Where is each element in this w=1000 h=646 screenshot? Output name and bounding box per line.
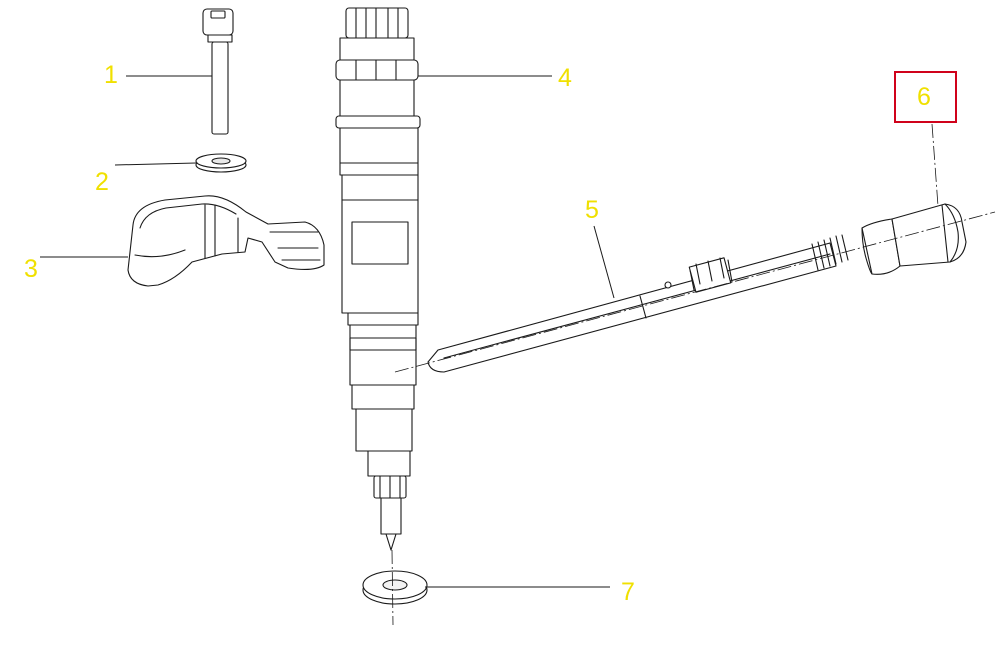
callout-label-5: 5 bbox=[585, 196, 599, 224]
callout-label-1: 1 bbox=[104, 61, 118, 89]
washer-part bbox=[195, 153, 247, 173]
nut-part bbox=[861, 203, 967, 275]
seal-washer-part bbox=[362, 570, 428, 605]
callout-label-2: 2 bbox=[95, 168, 109, 196]
clamp-part bbox=[127, 195, 325, 287]
callout-label-3: 3 bbox=[24, 255, 38, 283]
injector-part bbox=[335, 7, 421, 551]
pipe-thread bbox=[811, 234, 849, 271]
callout-6-highlight-box bbox=[894, 71, 957, 123]
pressure-pipe-part bbox=[427, 234, 849, 373]
callout-label-7: 7 bbox=[621, 578, 635, 606]
leader-lines bbox=[40, 75, 615, 588]
callout-label-6: 6 bbox=[917, 83, 931, 111]
axis-lines bbox=[391, 123, 996, 626]
callout-label-4: 4 bbox=[558, 64, 572, 92]
bolt-part bbox=[202, 8, 234, 135]
